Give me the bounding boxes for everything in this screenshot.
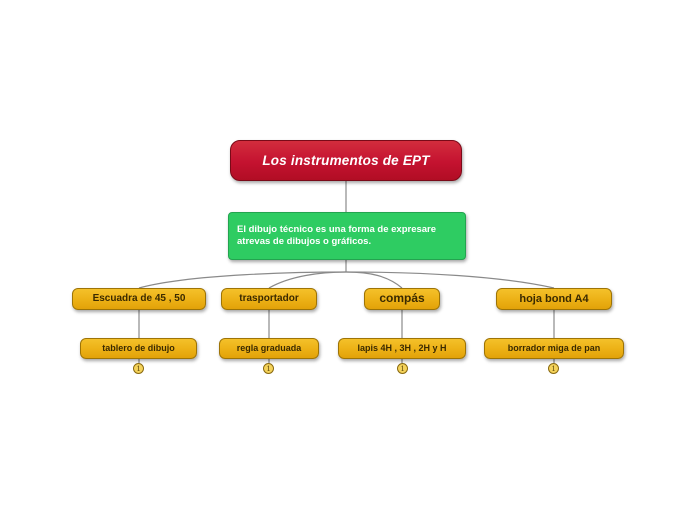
child-node-regla-graduada[interactable]: regla graduada — [219, 338, 319, 359]
collapse-toggle-icon[interactable]: 1 — [397, 363, 408, 374]
child-node-borrador-miga-de-pan[interactable]: borrador miga de pan — [484, 338, 624, 359]
collapse-toggle-icon[interactable]: 1 — [548, 363, 559, 374]
description-node[interactable]: El dibujo técnico es una forma de expres… — [228, 212, 466, 260]
branch-node-trasportador[interactable]: trasportador — [221, 288, 317, 310]
root-node[interactable]: Los instrumentos de EPT — [230, 140, 462, 181]
child-node-tablero-de-dibujo[interactable]: tablero de dibujo — [80, 338, 197, 359]
collapse-toggle-icon[interactable]: 1 — [263, 363, 274, 374]
child-node-lapis[interactable]: lapis 4H , 3H , 2H y H — [338, 338, 466, 359]
collapse-toggle-icon[interactable]: 1 — [133, 363, 144, 374]
branch-node-hoja-bond[interactable]: hoja bond A4 — [496, 288, 612, 310]
branch-node-compas[interactable]: compás — [364, 288, 440, 310]
branch-node-escuadra[interactable]: Escuadra de 45 , 50 — [72, 288, 206, 310]
